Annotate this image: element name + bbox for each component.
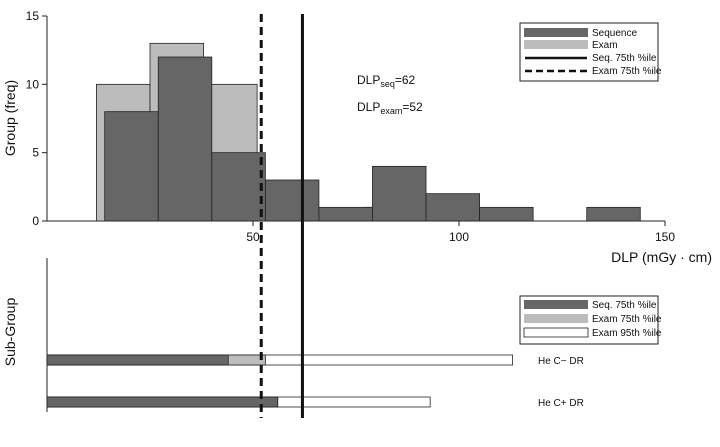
subgroup-legend-label-seq75: Seq. 75th %ile xyxy=(592,300,657,311)
subgroup-bars: He C− DR He C+ DR xyxy=(46,354,584,409)
annotation-dlp-seq-prefix: DLP xyxy=(357,73,380,87)
subgroup-legend: Seq. 75th %ile Exam 75th %ile Exam 95th … xyxy=(519,295,662,345)
hist-x-ticks: 50 100 150 xyxy=(246,221,675,244)
subgroup-bar-2-seq-75th-ile xyxy=(46,396,279,408)
hist-bar-sequence-3 xyxy=(211,152,266,222)
subgroup-label-2: He C+ DR xyxy=(538,398,584,409)
x-tick-label-100: 100 xyxy=(449,230,469,244)
hist-legend-label-exam75: Exam 75th %ile xyxy=(592,66,662,77)
annotation-dlp-exam: DLPexam=52 xyxy=(357,100,423,116)
subgroup-legend-label-exam75: Exam 75th %ile xyxy=(592,314,662,325)
hist-legend-swatch-exam xyxy=(524,40,588,49)
hist-bar-sequence-9 xyxy=(586,206,641,222)
subgroup-legend-swatch-exam75 xyxy=(524,314,588,323)
annotation-dlp-seq: DLPseq=62 xyxy=(357,73,416,89)
hist-seq-bars xyxy=(104,56,641,222)
hist-bar-sequence-1 xyxy=(104,111,159,222)
hist-bar-sequence-7 xyxy=(425,193,481,222)
hist-legend-label-exam: Exam xyxy=(592,40,618,51)
hist-legend-label-sequence: Sequence xyxy=(592,28,637,39)
annotation-dlp-exam-value: =52 xyxy=(402,100,423,114)
subgroup-bar-1-seq-75th-ile xyxy=(46,354,229,366)
reference-lines xyxy=(259,14,304,418)
hist-bar-sequence-2 xyxy=(157,56,213,222)
hist-bar-sequence-6 xyxy=(372,165,427,222)
hist-y-tick-label-5: 5 xyxy=(32,146,39,160)
hist-bar-sequence-5 xyxy=(318,206,373,222)
hist-y-tick-label-10: 10 xyxy=(26,77,40,91)
x-tick-label-150: 150 xyxy=(655,230,675,244)
subgroup-label-1: He C− DR xyxy=(538,356,584,367)
hist-bar-sequence-8 xyxy=(479,206,534,222)
hist-legend: Sequence Exam Seq. 75th %ile Exam 75th %… xyxy=(519,22,662,82)
hist-y-tick-label-15: 15 xyxy=(26,9,40,23)
hist-legend-label-seq75: Seq. 75th %ile xyxy=(592,53,657,64)
hist-legend-swatch-sequence xyxy=(524,28,588,37)
annotation-dlp-seq-sub: seq xyxy=(380,79,395,89)
hist-bar-sequence-4 xyxy=(264,179,320,222)
x-axis-label: DLP (mGy · cm) xyxy=(611,249,712,265)
subgroup-y-axis-label: Sub-Group xyxy=(2,298,18,367)
x-tick-label-50: 50 xyxy=(246,230,260,244)
subgroup-legend-swatch-seq75 xyxy=(524,300,588,309)
subgroup-legend-swatch-exam95 xyxy=(523,327,589,338)
hist-y-tick-label-0: 0 xyxy=(32,214,39,228)
subgroup-legend-label-exam95: Exam 95th %ile xyxy=(592,328,662,339)
annotation-dlp-exam-sub: exam xyxy=(380,106,402,116)
hist-y-ticks: 0 5 10 15 xyxy=(26,9,47,228)
hist-y-axis-label: Group (freq) xyxy=(2,80,18,156)
annotation-dlp-seq-value: =62 xyxy=(395,73,416,87)
annotation-dlp-exam-prefix: DLP xyxy=(357,100,380,114)
